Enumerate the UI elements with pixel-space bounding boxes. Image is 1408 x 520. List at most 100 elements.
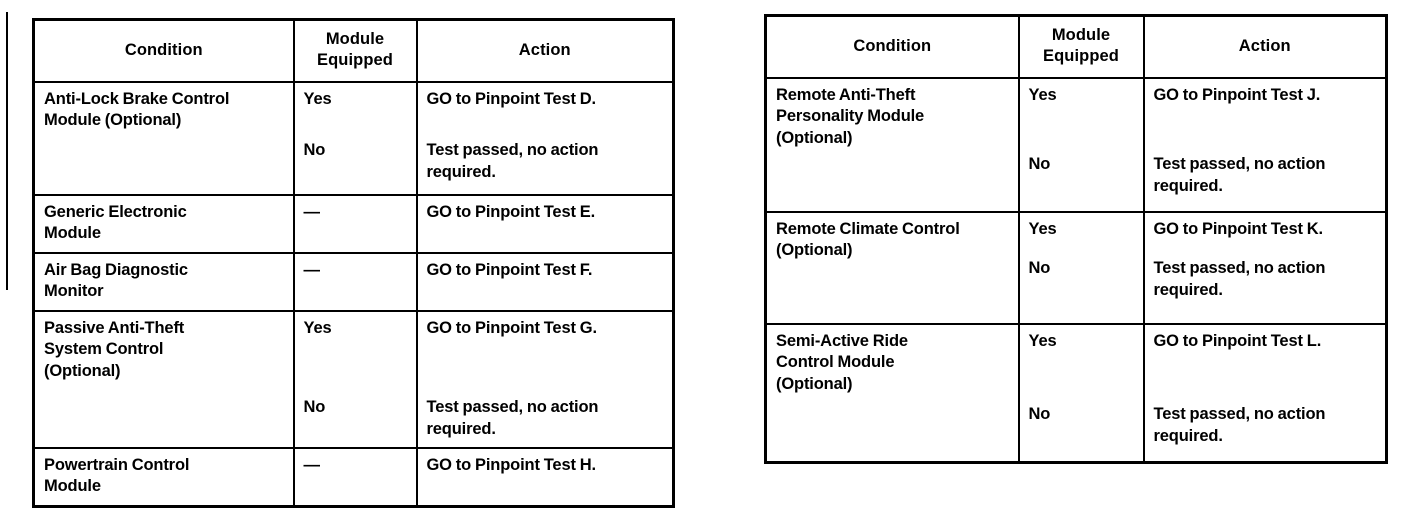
condition-line: (Optional) [776,241,853,260]
action-line: required. [1153,280,1223,299]
module-equipped-value: Yes [1028,85,1057,104]
condition-line: Anti-Lock Brake Control [44,89,230,108]
action-line: Test passed, no action [1153,259,1326,278]
condition-line: System Control [44,340,164,359]
module-equipped-stack: — [304,455,407,476]
action-line: GO to Pinpoint Test H. [426,455,597,474]
action-stack: GO to Pinpoint Test D. Test passed, no ac… [427,89,664,183]
action-value: GO to Pinpoint Test D. [427,89,664,110]
action-value: Test passed, no action required. [1154,154,1377,197]
module-equipped-none-dash: — [303,455,321,474]
module-equipped-value: Yes [303,318,332,337]
condition-line: Module [44,477,101,496]
action-line: GO to Pinpoint Test K. [1153,219,1324,238]
action-value: GO to Pinpoint Test K. [1154,219,1377,240]
condition-line: Remote Anti-Theft [776,85,916,104]
entry-spacer [304,110,407,140]
cell-action: GO to Pinpoint Test G. Test passed, no ac… [415,309,675,449]
cell-module-equipped: — [292,446,418,508]
action-line: GO to Pinpoint Test D. [426,89,597,108]
cell-module-equipped: — [292,193,418,254]
action-stack: GO to Pinpoint Test G. Test passed, no ac… [427,318,664,440]
module-equipped-stack: — [304,260,407,281]
condition-line: Module (Optional) [44,111,182,130]
action-line: required. [426,162,496,181]
column-header-module-equipped-line: Module [1051,26,1111,44]
column-header-module-equipped-line: Equipped [317,51,393,70]
entry-spacer [304,339,407,397]
action-value: GO to Pinpoint Test J. [1154,85,1377,106]
column-header-action: Action [415,18,675,83]
margin-change-bar [6,12,8,290]
cell-action: GO to Pinpoint Test E. [415,193,675,254]
action-line: GO to Pinpoint Test L. [1153,331,1322,350]
action-value: Test passed, no action required. [1154,404,1377,447]
cell-action: GO to Pinpoint Test J. Test passed, no ac… [1142,76,1388,213]
module-equipped-none-dash: — [303,202,321,221]
module-equipped-value: No [1028,259,1051,278]
action-line: GO to Pinpoint Test F. [426,260,593,279]
action-line: required. [1153,426,1223,445]
module-equipped-value: No [1028,155,1051,174]
column-header-action: Action [1142,14,1388,79]
action-line: required. [1153,176,1223,195]
entry-spacer [1154,106,1377,154]
cell-action: GO to Pinpoint Test K. Test passed, no ac… [1142,210,1388,325]
module-equipped-value: Yes [1028,331,1057,350]
action-line: Test passed, no action [426,398,599,417]
action-stack: GO to Pinpoint Test H. [427,455,664,476]
action-stack: GO to Pinpoint Test K. Test passed, no ac… [1154,219,1377,301]
module-equipped-value: Yes [1028,219,1057,238]
action-value: GO to Pinpoint Test E. [427,202,664,223]
entry-spacer [1154,240,1377,258]
action-line: Test passed, no action [1153,155,1326,174]
entry-spacer [427,339,664,397]
condition-line: Air Bag Diagnostic [44,260,188,279]
action-value: Test passed, no action required. [1154,258,1377,301]
module-equipped-value: Yes [303,89,332,108]
condition-line: Semi-Active Ride [776,331,908,350]
cell-action: GO to Pinpoint Test D. Test passed, no ac… [415,80,675,196]
entry-spacer [1029,352,1134,404]
cell-action: GO to Pinpoint Test L. Test passed, no ac… [1142,322,1388,464]
cell-condition: Remote Climate Control(Optional) [764,210,1020,325]
module-equipped-value: No [1028,405,1051,424]
condition-line: Passive Anti-Theft [44,318,185,337]
module-equipped-value: No [303,398,326,417]
module-equipped-stack: — [304,202,407,223]
action-line: Test passed, no action [1153,405,1326,424]
condition-line: (Optional) [776,128,853,147]
action-line: GO to Pinpoint Test G. [426,318,598,337]
action-stack: GO to Pinpoint Test E. [427,202,664,223]
entry-spacer [1029,106,1134,154]
action-line: GO to Pinpoint Test E. [426,202,596,221]
